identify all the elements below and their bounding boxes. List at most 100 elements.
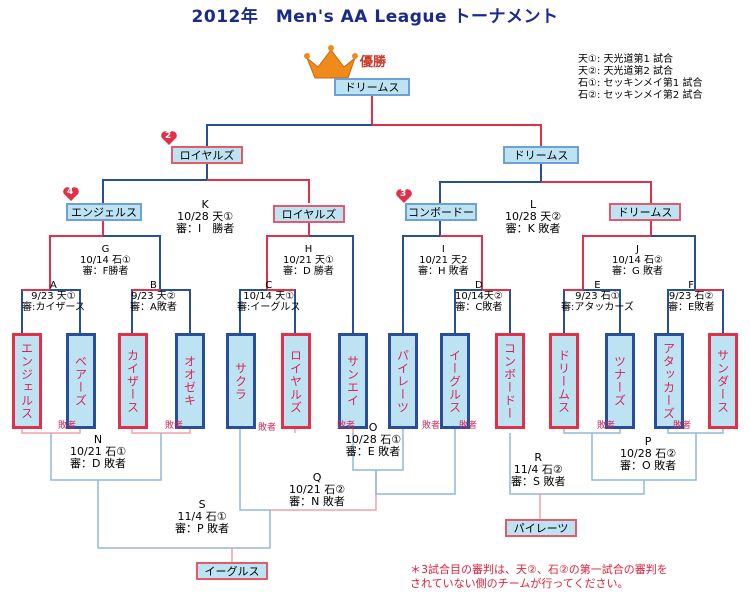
match-referee: 審：D 敗者 [70, 457, 127, 470]
team-box: アタッカーズ [654, 333, 684, 429]
team-name: カイザース [125, 348, 140, 414]
semi-left-winner-box: ロイヤルズ [171, 146, 243, 164]
venue-legend: 天①: 天光道第1 試合 天②: 天光道第2 試合 石①: セッキンメイ第1 試… [578, 54, 702, 102]
match-referee: 審：S 敗者 [511, 475, 566, 488]
match-referee: 審:イーグルス [237, 302, 301, 313]
match-referee: 審:カイザース [22, 302, 85, 313]
loser-label: 敗者 [337, 421, 356, 431]
match-info-B: B 9/23 天② 審：A敗者 [130, 280, 177, 313]
match-referee: 審：I 勝者 [176, 222, 235, 235]
match-id: E [594, 280, 601, 291]
match-id: F [688, 280, 695, 291]
semi-right-winner-box: ドリームス [503, 146, 579, 164]
legend-item: 石①: セッキンメイ第1 試合 [578, 78, 703, 89]
loser-label: 敗者 [597, 421, 616, 431]
match-date: 10/14天② [455, 291, 503, 302]
match-date: 10/21 石① [70, 445, 127, 458]
match-date: 9/23 天① [31, 291, 76, 302]
seed-number: 2 [165, 131, 172, 141]
match-referee: 審：A敗者 [130, 302, 177, 313]
match-referee: 審：E敗者 [668, 302, 715, 313]
team-box: パイレーツ [388, 333, 418, 429]
match-date: 10/14 天① [243, 291, 295, 302]
crown-icon [304, 45, 358, 79]
team-box: ベアーズ [66, 333, 96, 429]
q1-winner-box: エンジェルス [66, 203, 142, 221]
match-date: 10/28 石① [345, 433, 402, 446]
team-name: ツナーズ [612, 355, 627, 407]
match-date: 10/14 石② [612, 255, 663, 266]
q4-winner-box: ドリームス [609, 203, 681, 221]
match-id: J [636, 244, 639, 255]
match-date: 10/28 天② [505, 210, 562, 223]
match-date: 11/4 石② [513, 463, 563, 476]
legend-item: 天②: 天光道第2 試合 [578, 66, 674, 77]
match-date: 10/21 天① [283, 255, 334, 266]
match-date: 10/28 石② [620, 447, 677, 460]
loser-label: 敗者 [165, 421, 184, 431]
loser-label: 敗者 [459, 421, 478, 431]
team-name: サンエイ [345, 355, 360, 407]
team-box: コンボードー [495, 333, 525, 429]
team-box: ツナーズ [605, 333, 635, 429]
match-referee: 審：F勝者 [82, 266, 129, 277]
match-referee: 審：D 勝者 [283, 266, 334, 277]
match-id: H [304, 244, 313, 255]
match-id: N [93, 433, 103, 446]
team-name: サンダース [715, 348, 730, 414]
match-info-O: O 10/28 石① 審：E 敗者 [345, 422, 401, 458]
match-id: P [644, 435, 652, 448]
match-id: L [529, 198, 537, 211]
team-box: サンエイ [338, 333, 368, 429]
q2-winner-box: ロイヤルズ [273, 205, 345, 223]
match-date: 9/23 石② [668, 291, 714, 302]
match-info-K: K 10/28 天① 審：I 勝者 [176, 199, 234, 235]
match-info-R: R 11/4 石② 審：S 敗者 [511, 452, 565, 488]
seed-number: 4 [67, 187, 74, 197]
match-date: 9/23 天② [131, 291, 176, 302]
match-date: 10/21 石② [289, 483, 346, 496]
match-info-F: F 9/23 石② 審：E敗者 [668, 280, 714, 313]
team-box: サンダース [708, 333, 738, 429]
match-info-H: H 10/21 天① 審：D 勝者 [283, 244, 334, 277]
loser-label: 敗者 [258, 423, 277, 433]
team-box: ドリームス [549, 333, 579, 429]
referee-note: ＊3試合目の審判は、天②、石②の第一試合の審判を されていない側のチームが行って… [410, 563, 668, 591]
match-id: A [50, 280, 57, 291]
champion-label: 優勝 [360, 55, 387, 70]
match-info-L: L 10/28 天② 審：K 敗者 [505, 199, 561, 235]
note-line: ＊3試合目の審判は、天②、石②の第一試合の審判を [410, 563, 668, 576]
match-referee: 審:アタッカーズ [561, 302, 634, 313]
team-name: パイレーツ [395, 348, 410, 414]
match-referee: 審：G 敗者 [612, 266, 663, 277]
consolation-q-winner-box: パイレーツ [505, 519, 577, 537]
match-referee: 審：E 敗者 [345, 445, 401, 458]
team-name: サクラ [233, 361, 248, 401]
match-id: S [198, 498, 206, 511]
team-box: エンジェルス [12, 333, 42, 429]
team-name: ドリームス [556, 348, 571, 414]
q3-winner-box: コンボードー [405, 203, 477, 221]
team-box: オオゼキ [175, 333, 205, 429]
seed-heart-icon: 2 [160, 130, 178, 146]
team-name: イーグルス [447, 348, 462, 414]
match-id: D [475, 280, 483, 291]
team-name: オオゼキ [182, 355, 197, 407]
match-referee: 審：O 敗者 [620, 459, 677, 472]
seed-number: 3 [400, 189, 407, 199]
match-info-A: A 9/23 天① 審:カイザース [22, 280, 85, 313]
team-name: ベアーズ [73, 355, 88, 407]
seed-heart-icon: 4 [62, 186, 80, 202]
match-id: Q [312, 471, 322, 484]
match-referee: 審：P 敗者 [175, 522, 230, 535]
match-info-Q: Q 10/21 石② 審：N 敗者 [289, 472, 345, 508]
team-name: コンボードー [502, 342, 517, 420]
legend-item: 天①: 天光道第1 試合 [578, 54, 674, 65]
team-box: ロイヤルズ [281, 333, 311, 429]
match-date: 10/21 天2 [419, 255, 468, 266]
match-info-D: D 10/14天② 審：C敗者 [455, 280, 503, 313]
match-info-N: N 10/21 石① 審：D 敗者 [70, 434, 126, 470]
match-referee: 審：C敗者 [455, 302, 503, 313]
note-line: されていない側のチームが行ってください。 [410, 577, 629, 590]
